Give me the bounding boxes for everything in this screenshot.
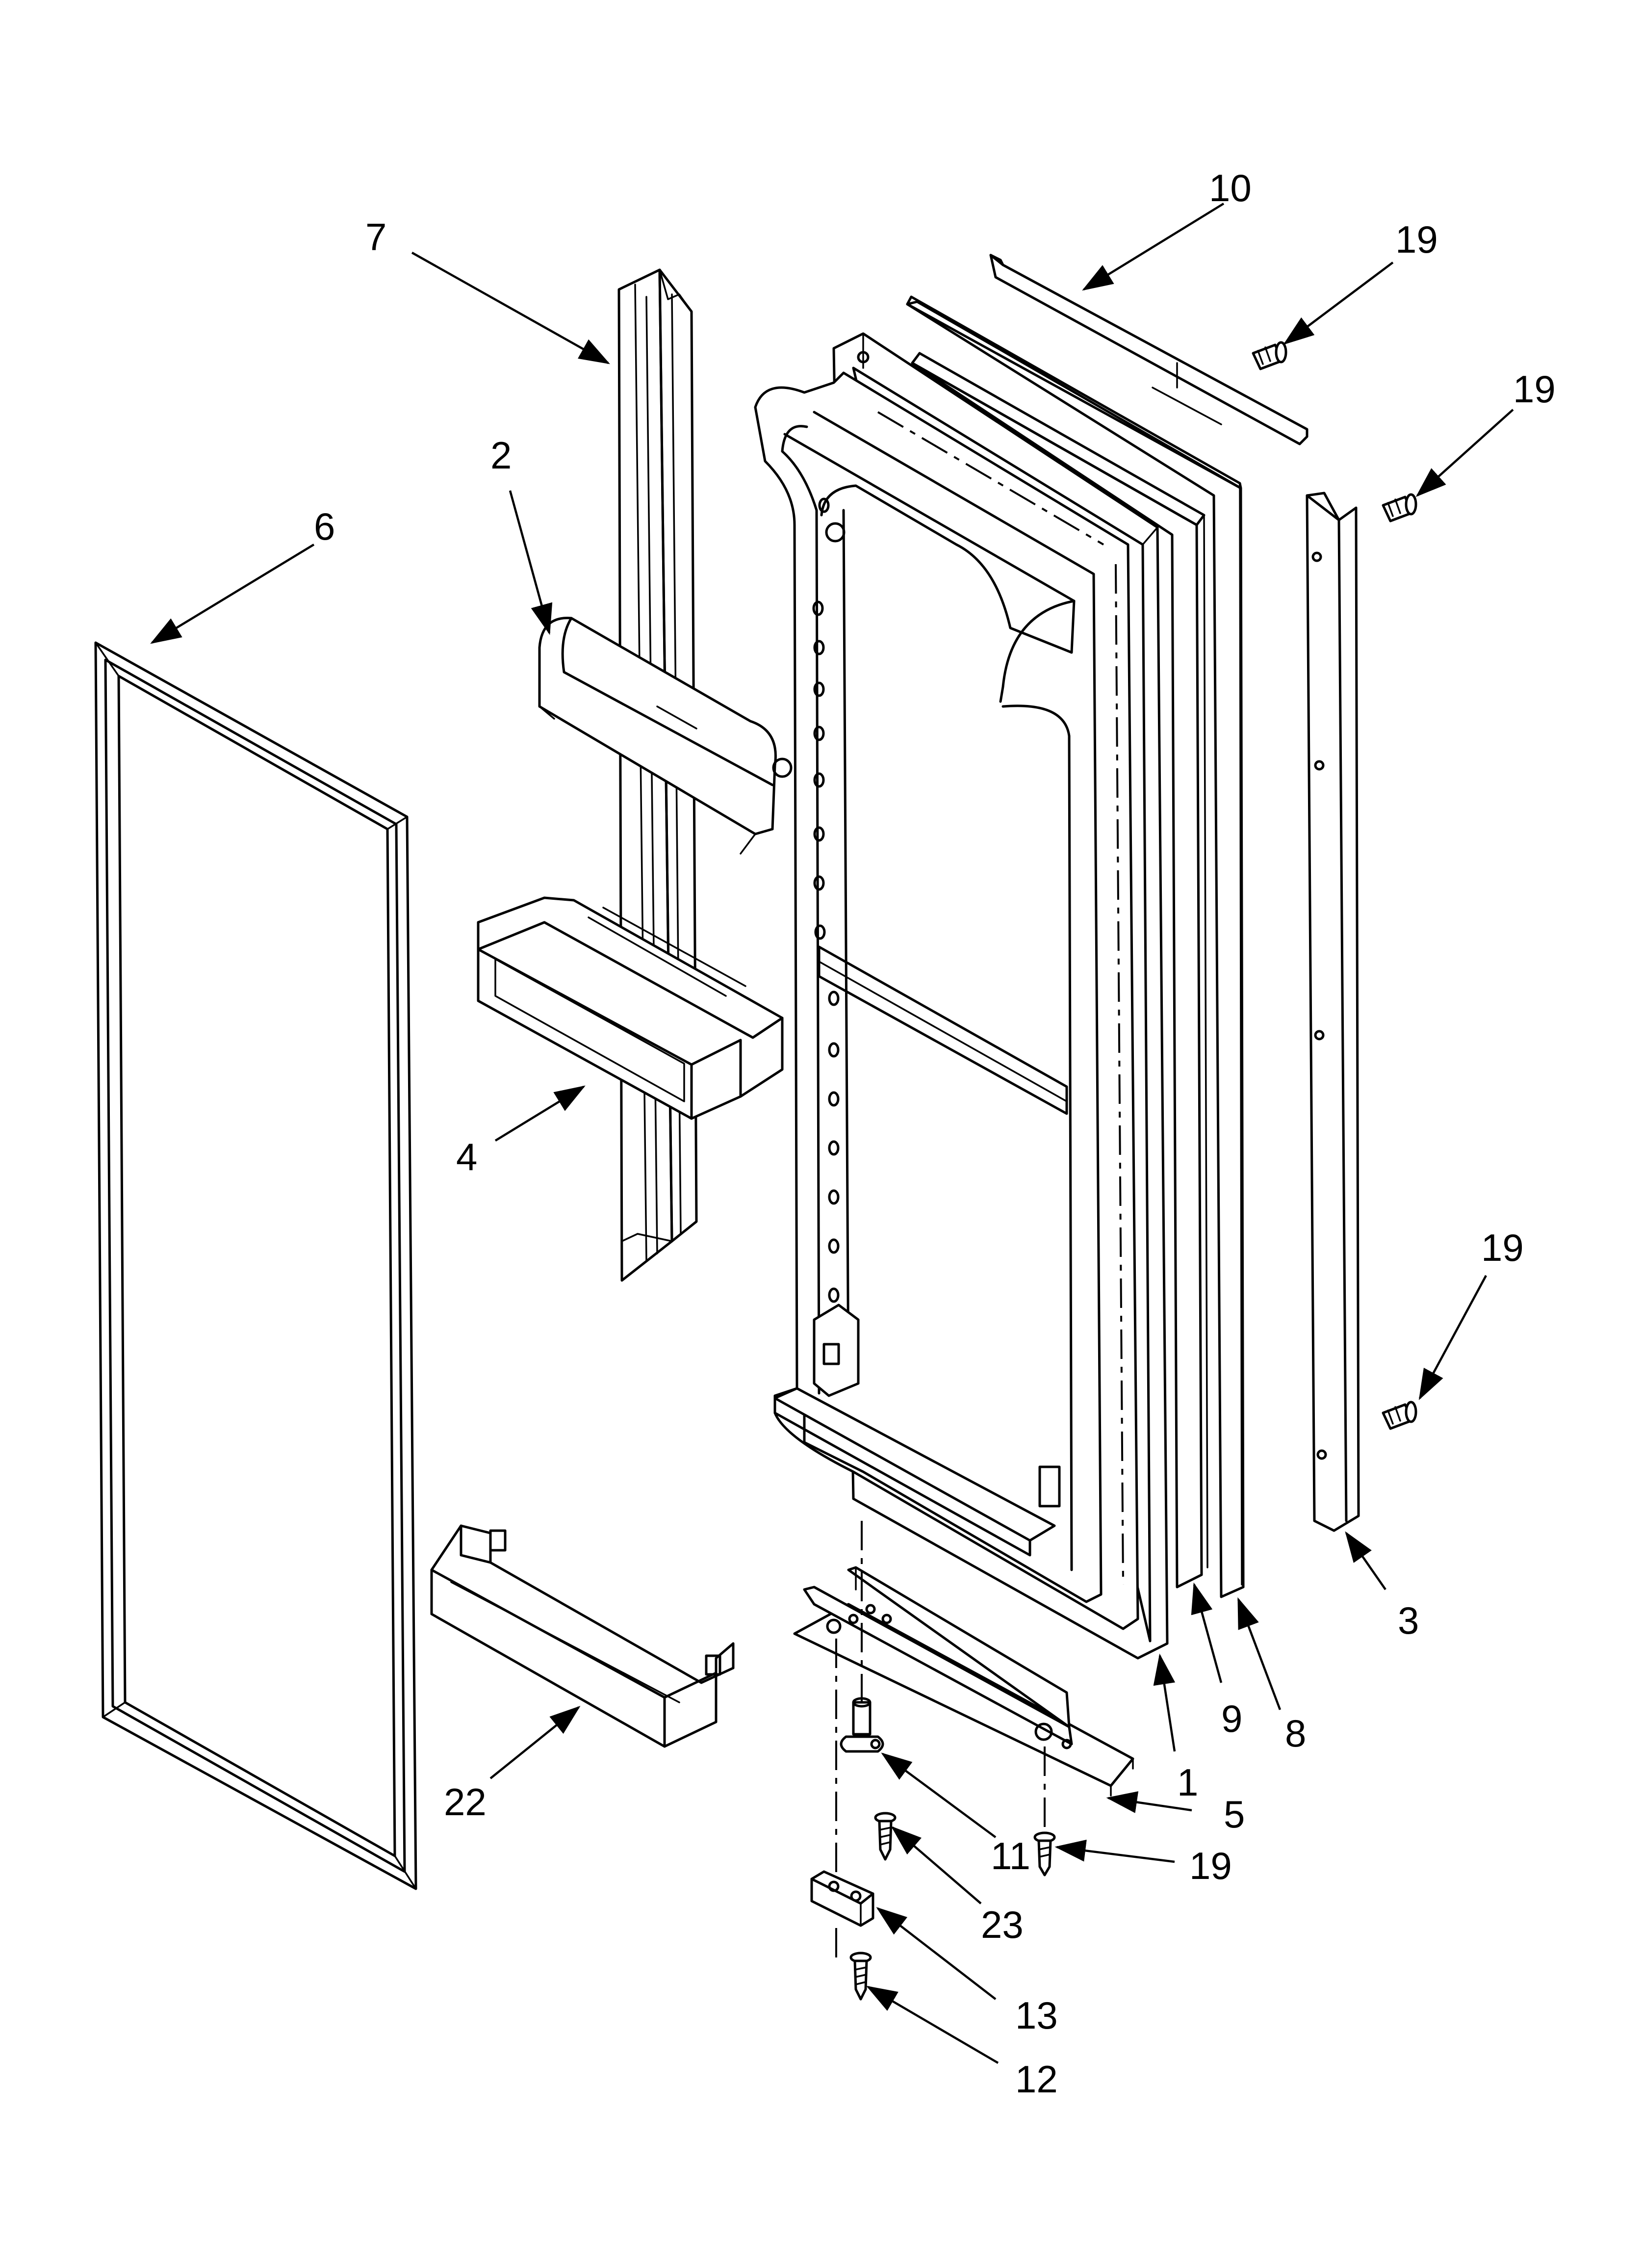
callout-2: 2 (490, 434, 512, 477)
hinge-block-part-13 (810, 1870, 874, 1927)
door-gasket-part-6 (94, 641, 417, 1890)
door-panel-part-9 (911, 352, 1208, 1589)
callout-10: 10 (1209, 166, 1252, 209)
callout-3: 3 (1398, 1599, 1419, 1642)
door-shelf-bin-part-4 (477, 896, 784, 1120)
screw-part-23 (874, 1812, 897, 1861)
callout-12: 12 (1015, 2058, 1058, 2101)
hinge-pin-part-11 (840, 1697, 884, 1753)
door-liner-part-1 (754, 332, 1169, 1660)
screw-part-12 (849, 1952, 872, 2001)
callout-19-upper-right: 19 (1513, 367, 1556, 411)
shelf-holes (812, 497, 840, 1303)
hinge-bracket-part-5 (793, 1566, 1134, 1797)
leader-lines (150, 203, 1514, 2064)
callout-19-bottom: 19 (1189, 1844, 1232, 1887)
callout-19-lower-right: 19 (1481, 1226, 1524, 1269)
callout-labels: 7 10 19 19 2 6 4 19 3 8 9 1 5 22 11 19 2… (314, 166, 1556, 2101)
callout-11: 11 (991, 1834, 1030, 1877)
callout-1: 1 (1177, 1761, 1198, 1804)
callout-19-top: 19 (1395, 218, 1438, 261)
side-trim-part-3 (1306, 492, 1360, 1532)
callout-4: 4 (456, 1135, 477, 1178)
top-trim-part-10 (989, 254, 1308, 445)
callout-8: 8 (1285, 1712, 1306, 1755)
screw-part-19-upper-right (1382, 493, 1417, 522)
callout-22: 22 (444, 1780, 487, 1824)
callout-9: 9 (1221, 1697, 1242, 1740)
callout-6: 6 (314, 505, 335, 548)
callout-7: 7 (365, 215, 386, 259)
outer-door-panel-part-8 (906, 295, 1245, 1598)
hinge-axis-lines (835, 1521, 1046, 1962)
callout-13: 13 (1015, 1994, 1058, 2037)
screw-part-19-lower-right (1382, 1401, 1417, 1430)
door-bar-part-22 (430, 1524, 735, 1748)
callout-23: 23 (981, 1903, 1024, 1946)
screw-part-19-top (1252, 341, 1287, 370)
callout-5: 5 (1224, 1793, 1245, 1836)
screw-part-19-bottom (1033, 1831, 1056, 1877)
